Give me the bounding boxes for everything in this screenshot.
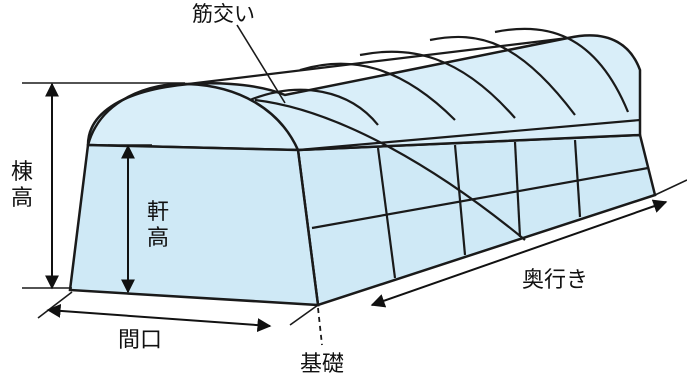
frontage-arrow: [46, 303, 272, 333]
eave-height-label: 軒高: [146, 200, 169, 251]
depth-arrow: [370, 199, 668, 308]
brace-label: 筋交い: [192, 2, 255, 26]
frontage-label: 間口: [118, 328, 163, 353]
brace-leader: [236, 24, 286, 104]
depth-label: 奥行き: [522, 268, 589, 293]
foundation-label: 基礎: [300, 352, 345, 377]
ridge-height-label: 棟高: [10, 160, 33, 211]
front-gable-wall: [68, 143, 320, 307]
foundation-leader: [317, 307, 323, 346]
roof-arches: [187, 27, 630, 126]
